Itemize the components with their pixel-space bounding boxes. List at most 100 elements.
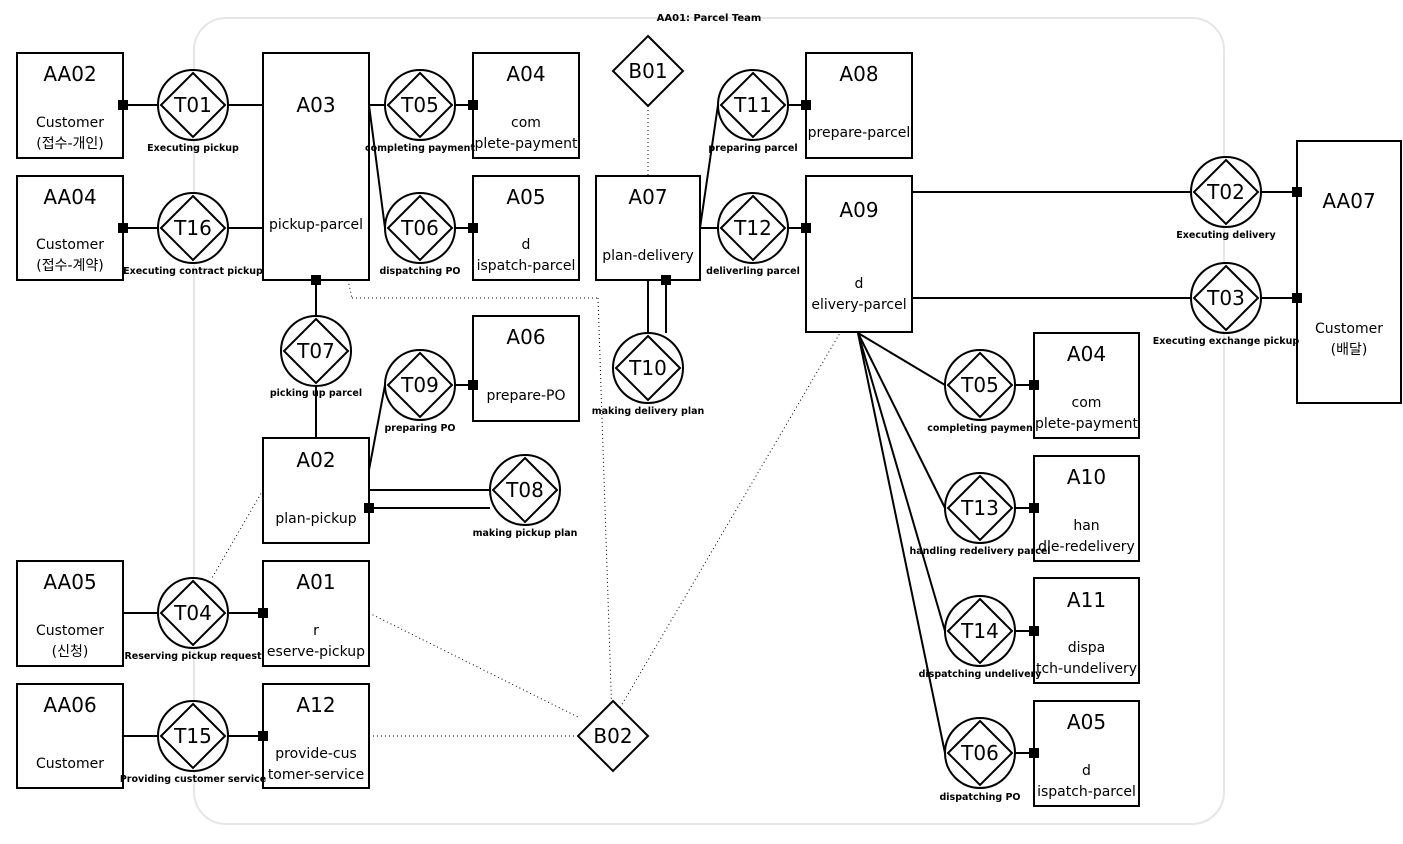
transaction-t13[interactable]: T13 (944, 472, 1016, 544)
actor-label: Customer (36, 756, 104, 772)
transaction-id: T03 (1206, 286, 1245, 310)
transaction-t11[interactable]: T11 (717, 69, 789, 141)
transaction-t10[interactable]: T10 (612, 332, 684, 404)
activity-label: provide-cus (275, 746, 357, 762)
activity-id: A03 (296, 93, 335, 117)
transaction-label: preparing PO (385, 423, 456, 434)
transaction-id: T05 (400, 93, 439, 117)
transaction-id: T10 (628, 356, 667, 380)
bank-b01[interactable]: B01 (611, 34, 685, 108)
transaction-t09[interactable]: T09 (384, 349, 456, 421)
transaction-label: Reserving pickup request (124, 651, 262, 662)
transaction-t05[interactable]: T05 (384, 69, 456, 141)
actor-label: Customer (36, 623, 104, 639)
transaction-t12[interactable]: T12 (717, 192, 789, 264)
activity-box (262, 683, 370, 789)
transaction-id: T06 (960, 741, 999, 765)
connector-line (699, 104, 719, 229)
transaction-diamond (1192, 264, 1260, 332)
bank-b02[interactable]: B02 (576, 699, 650, 773)
transaction-id: T01 (173, 93, 212, 117)
activity-label: pickup-parcel (269, 217, 363, 233)
transaction-diamond (946, 474, 1014, 542)
transaction-diamond (282, 317, 350, 385)
connector-line (857, 332, 946, 754)
activity-id: A02 (296, 448, 335, 472)
actor-id: AA07 (1322, 189, 1375, 213)
transaction-t06[interactable]: T06 (384, 192, 456, 264)
bank-diamond (611, 34, 685, 108)
access-link-line (613, 332, 841, 719)
actor-id: AA02 (43, 62, 96, 86)
actor-id: AA05 (43, 570, 96, 594)
access-link-line (368, 612, 581, 719)
transaction-id: T14 (960, 619, 999, 643)
transaction-t08[interactable]: T08 (489, 454, 561, 526)
transaction-t16[interactable]: T16 (157, 192, 229, 264)
transaction-label: handling redelivery parcel (909, 546, 1050, 557)
transaction-label: dispatching undelivery (919, 669, 1043, 680)
transaction-label: completing paymen (927, 423, 1033, 434)
activity-a03[interactable]: A03 pickup-parcel (262, 52, 370, 281)
activity-label: plete-payment (475, 136, 578, 152)
transaction-label: Executing contract pickup (123, 266, 263, 277)
connector-line (857, 332, 946, 386)
transaction-label: Executing pickup (147, 143, 239, 154)
transaction-id: T15 (173, 724, 212, 748)
transaction-id: T13 (960, 496, 999, 520)
transaction-t15[interactable]: T15 (157, 700, 229, 772)
transaction-diamond (719, 71, 787, 139)
transaction-diamond (719, 194, 787, 262)
activity-label: plan-pickup (275, 511, 356, 527)
transaction-diamond (159, 71, 227, 139)
activity-id: A05 (506, 185, 545, 209)
connection-port (1029, 626, 1039, 636)
connector-line (857, 332, 946, 632)
actor-label: (배달) (1331, 342, 1368, 358)
transaction-t07[interactable]: T07 (280, 315, 352, 387)
connection-port (801, 100, 811, 110)
transaction-diamond (159, 194, 227, 262)
transaction-t05[interactable]: T05 (944, 349, 1016, 421)
connection-port (468, 380, 478, 390)
transaction-t02[interactable]: T02 (1190, 156, 1262, 228)
activity-label: prepare-PO (487, 388, 566, 404)
connection-port (311, 275, 321, 285)
transaction-id: T02 (1206, 180, 1245, 204)
activity-id: A08 (839, 62, 878, 86)
transaction-t01[interactable]: T01 (157, 69, 229, 141)
activity-id: A11 (1067, 588, 1106, 612)
transaction-label: preparing parcel (708, 143, 797, 154)
activity-box (262, 52, 370, 281)
transaction-t04[interactable]: T04 (157, 577, 229, 649)
transaction-label: making delivery plan (592, 406, 705, 417)
activity-label: plete-payment (1035, 416, 1138, 432)
activity-box (1033, 577, 1140, 684)
connection-port (258, 731, 268, 741)
transaction-label: making pickup plan (473, 528, 578, 539)
activity-a02[interactable]: A02 plan-pickup (262, 437, 370, 544)
actor-label: Customer (36, 237, 104, 253)
connection-port (258, 608, 268, 618)
transaction-t03[interactable]: T03 (1190, 262, 1262, 334)
activity-id: A04 (1067, 342, 1106, 366)
transaction-t06[interactable]: T06 (944, 717, 1016, 789)
transaction-t14[interactable]: T14 (944, 595, 1016, 667)
